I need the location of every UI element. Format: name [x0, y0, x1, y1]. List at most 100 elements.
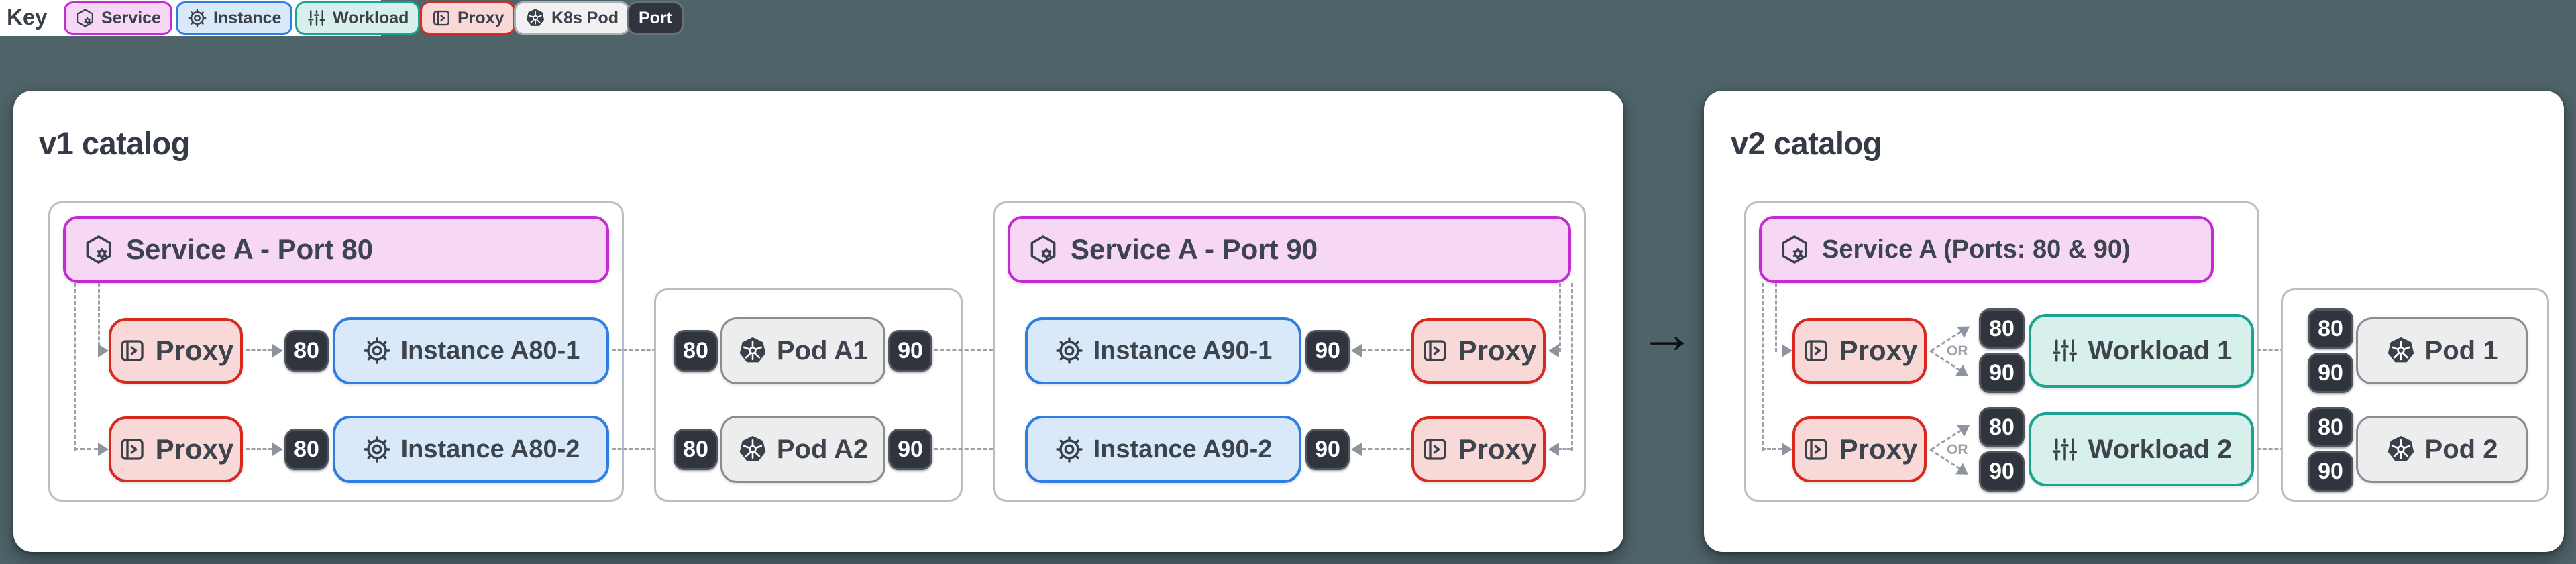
sliders-icon — [2051, 435, 2079, 463]
port-badge: 80 — [2308, 308, 2353, 349]
service-icon — [83, 234, 114, 265]
proxy-label: Proxy — [1458, 335, 1537, 366]
dashed-line — [1559, 283, 1561, 352]
instance-label: Instance A80-2 — [400, 435, 580, 463]
key-badge-label: Workload — [333, 8, 409, 27]
gear-icon — [187, 8, 207, 28]
arrowhead — [1548, 344, 1559, 357]
arrowhead — [98, 443, 109, 456]
key-badge-label: Service — [101, 8, 161, 27]
instance-box: Instance A90-1 — [1025, 317, 1301, 384]
k8s-icon — [2386, 336, 2416, 365]
proxy-box: Proxy — [1792, 318, 1927, 384]
dashed-line — [2257, 349, 2290, 351]
arrowhead — [1351, 443, 1362, 456]
key-badge-service: Service — [64, 1, 172, 35]
arrowhead — [272, 443, 283, 456]
port-badge: 80 — [284, 330, 329, 372]
dashed-line — [74, 283, 76, 451]
port-badge: 90 — [888, 330, 932, 372]
key-badge-label: Instance — [213, 8, 282, 27]
dashed-line — [1558, 448, 1571, 450]
dashed-line — [98, 283, 100, 352]
proxy-box: Proxy — [1792, 416, 1927, 482]
dashed-line — [1362, 349, 1410, 351]
v1-to-v2-arrow: → — [1639, 302, 1695, 365]
dashed-line — [1571, 283, 1573, 451]
arrowhead — [1548, 443, 1559, 456]
or-label: OR — [1947, 343, 1968, 359]
proxy-icon — [1421, 337, 1449, 365]
port-badge: 80 — [1979, 308, 2025, 349]
service-a-ports-banner: Service A (Ports: 80 & 90) — [1759, 216, 2214, 283]
proxy-label: Proxy — [1839, 433, 1918, 465]
proxy-label: Proxy — [1458, 433, 1537, 465]
port-badge: 90 — [1305, 429, 1350, 470]
pod-label: Pod 1 — [2424, 335, 2498, 365]
port-badge: 80 — [1979, 407, 2025, 447]
key-badge-k8s-pod: K8s Pod — [514, 1, 631, 35]
port-badge: 90 — [1305, 330, 1350, 372]
pod-box: Pod A1 — [720, 317, 885, 384]
proxy-icon — [1802, 435, 1830, 463]
key-badge-label: K8s Pod — [551, 8, 619, 27]
service-banner-label: Service A (Ports: 80 & 90) — [1822, 235, 2131, 264]
pod-label: Pod A2 — [776, 434, 869, 464]
proxy-box: Proxy — [1411, 318, 1546, 384]
dashed-line — [246, 448, 272, 450]
proxy-icon — [1421, 435, 1449, 463]
instance-label: Instance A80-1 — [400, 336, 580, 365]
key-badge-workload: Workload — [295, 1, 421, 35]
arrowhead — [1351, 344, 1362, 357]
proxy-icon — [118, 337, 146, 365]
pod-box: Pod A2 — [720, 416, 885, 483]
dashed-line — [612, 448, 674, 450]
dashed-line — [74, 448, 98, 450]
key-badge-label: Proxy — [458, 8, 504, 27]
dashed-line — [1762, 283, 1764, 451]
port-badge: 90 — [2308, 353, 2353, 393]
service-banner-label: Service A - Port 90 — [1071, 233, 1318, 265]
proxy-label: Proxy — [155, 335, 234, 366]
workload-box: Workload 1 — [2029, 314, 2254, 388]
instance-box: Instance A80-2 — [333, 416, 609, 483]
key-badge-port: Port — [627, 1, 684, 35]
port-badge: 80 — [674, 429, 718, 470]
arrowhead — [272, 344, 283, 357]
dashed-line — [1362, 448, 1410, 450]
gear-icon — [362, 435, 392, 464]
sliders-icon — [2051, 337, 2079, 365]
port-badge: 90 — [1979, 451, 2025, 492]
dashed-line — [1775, 283, 1777, 352]
pod-label: Pod A1 — [776, 335, 869, 365]
k8s-icon — [738, 435, 767, 464]
port-badge: 80 — [284, 429, 329, 470]
proxy-label: Proxy — [155, 433, 234, 465]
proxy-box: Proxy — [109, 416, 243, 482]
service-banner-label: Service A - Port 80 — [126, 233, 374, 265]
sliders-icon — [307, 8, 327, 28]
instance-box: Instance A90-2 — [1025, 416, 1301, 483]
pod-label: Pod 2 — [2424, 434, 2498, 464]
workload-box: Workload 2 — [2029, 412, 2254, 486]
v1-catalog-title: v1 catalog — [39, 125, 190, 161]
service-icon — [1779, 234, 1810, 265]
dashed-line — [934, 349, 1024, 351]
dashed-line — [246, 349, 272, 351]
port-badge: 80 — [2308, 407, 2353, 447]
v2-catalog-title: v2 catalog — [1731, 125, 1882, 161]
dashed-line — [2257, 448, 2290, 450]
workload-label: Workload 1 — [2088, 335, 2233, 365]
pod-box: Pod 2 — [2356, 416, 2528, 483]
proxy-box: Proxy — [109, 318, 243, 384]
dashed-line — [934, 448, 1024, 450]
instance-label: Instance A90-1 — [1093, 336, 1273, 365]
proxy-icon — [118, 435, 146, 463]
proxy-icon — [1802, 337, 1830, 365]
service-a-port80-banner: Service A - Port 80 — [63, 216, 609, 283]
key-badge-label: Port — [639, 8, 672, 27]
arrowhead — [98, 344, 109, 357]
k8s-icon — [525, 8, 545, 28]
proxy-icon — [431, 8, 451, 28]
workload-label: Workload 2 — [2088, 434, 2233, 464]
